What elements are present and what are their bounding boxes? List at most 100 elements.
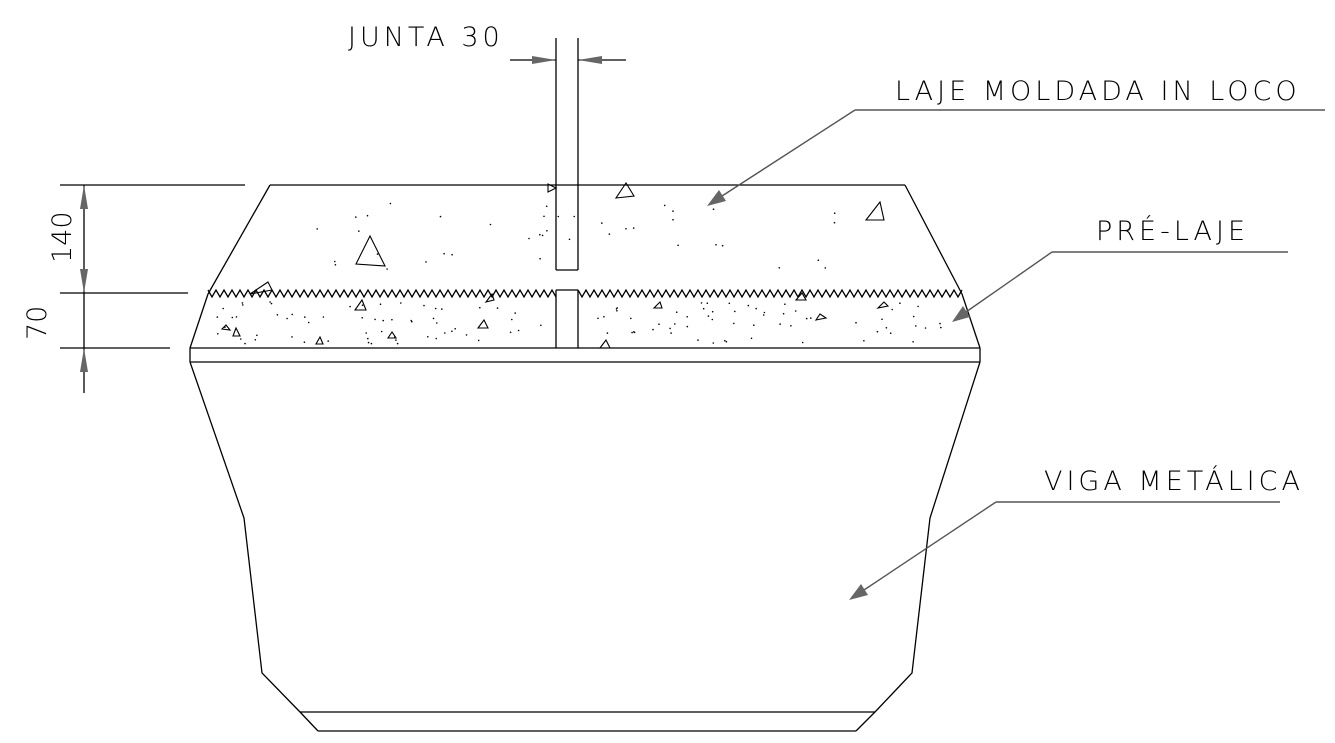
aggregate-dot [439,215,442,218]
aggregate-dot [711,318,714,321]
aggregate-dot [625,228,627,230]
aggregate-dot [885,327,888,329]
aggregate-dot [630,317,632,320]
aggregate-dot [539,233,541,236]
aggregate-dot [702,307,705,310]
aggregate-dot [432,317,435,320]
label-pre-laje: PRÉ-LAJE [1096,215,1249,247]
aggregate-dot [675,311,678,314]
aggregate-dot [361,304,364,307]
aggregate-dot [444,332,446,334]
aggregate-dot [633,331,635,333]
aggregate-dot [755,307,757,310]
dim-arrow-top [80,185,88,209]
aggregate-dot [677,244,679,247]
joint-arrow-left [532,56,556,64]
aggregate-dot [669,327,671,330]
callout-precast: PRÉ-LAJE [952,215,1288,322]
aggregate-dot [863,340,865,342]
aggregate-dot [395,339,397,341]
aggregate-dot [833,212,836,214]
aggregate-dot [686,316,688,318]
aggregate-dot [603,316,605,318]
aggregate-dot [721,244,724,247]
aggregate-dot [216,316,219,318]
aggregate-dot [451,330,453,333]
aggregate-dot [762,314,765,316]
aggregate-dot [303,341,306,344]
aggregate-dot [367,337,369,340]
aggregate-dot [222,307,224,310]
aggregate-dot [817,259,820,262]
aggregate-dot [528,237,530,240]
aggregate-dot [801,341,804,344]
aggregate-dot [269,301,271,303]
aggregate-dot [358,230,360,232]
leader-arrow-prelaje [952,306,970,322]
aggregate-dot [706,302,709,305]
aggregate-dot [833,221,836,224]
aggregate-dot [733,322,735,325]
aggregate-dot [670,332,672,334]
aggregate-dot [435,337,438,340]
aggregate-dot [573,215,575,218]
aggregate-dot [235,316,238,318]
aggregate-dot [753,324,755,327]
aggregate-dot [546,230,548,232]
aggregate-dot [924,327,927,329]
aggregate-dot [386,268,388,270]
aggregate-dot [632,227,635,229]
aggregate-dot [394,336,396,338]
joint-arrow-right [578,56,602,64]
dim-arrow-mid-up [80,269,88,293]
aggregate-dot [489,223,492,226]
aggregate-dot [427,336,429,338]
aggregate-dot [712,342,715,344]
aggregate-dot [824,267,827,269]
aggregate-dot [355,216,357,218]
aggregate-dot [496,307,499,309]
aggregate-dot [616,310,618,312]
dim-arrow-low-down [80,348,88,372]
aggregate-dot [334,264,337,266]
rough-interface-left [207,288,557,299]
aggregate-dot [779,323,781,325]
aggregate-dot [674,323,676,325]
aggregate-dot [256,334,258,337]
aggregate-dot [291,336,293,338]
aggregate-dot [912,341,914,343]
joint: JUNTA 30 [348,22,626,271]
aggregate-dot [784,303,786,306]
aggregate-dot [601,222,603,224]
aggregate-dot [608,233,611,235]
aggregate-dot [707,315,710,317]
aggregate-dot [380,330,383,333]
aggregate-dot [410,319,413,322]
aggregate-dot [511,318,513,321]
aggregate-dot [606,332,609,334]
aggregate-dot [224,326,226,329]
aggregate-dot [316,228,319,230]
callout-cast-in-place: LAJE MOLDADA IN LOCO [707,76,1325,206]
aggregate-dot [541,234,544,237]
aggregate-dot [631,331,633,334]
aggregate-dot [540,324,542,327]
aggregate-dot [939,322,941,325]
aggregate-dot [557,215,560,218]
aggregate-dot [790,325,792,327]
aggregate-dot [349,305,351,308]
joint-label: JUNTA 30 [348,22,504,53]
aggregate-dot [891,308,893,311]
aggregate-dot [672,218,674,221]
aggregate-dot [568,238,571,241]
aggregate-dot [241,302,244,304]
aggregate-dot [658,323,660,326]
aggregate-dot [912,315,915,318]
aggregate-dot [711,310,714,313]
aggregate-dot [597,317,599,320]
aggregate-dot [725,340,728,343]
aggregate-dot [451,253,453,256]
aggregate-dot [616,307,618,309]
leader-arrow-beam [849,584,868,600]
